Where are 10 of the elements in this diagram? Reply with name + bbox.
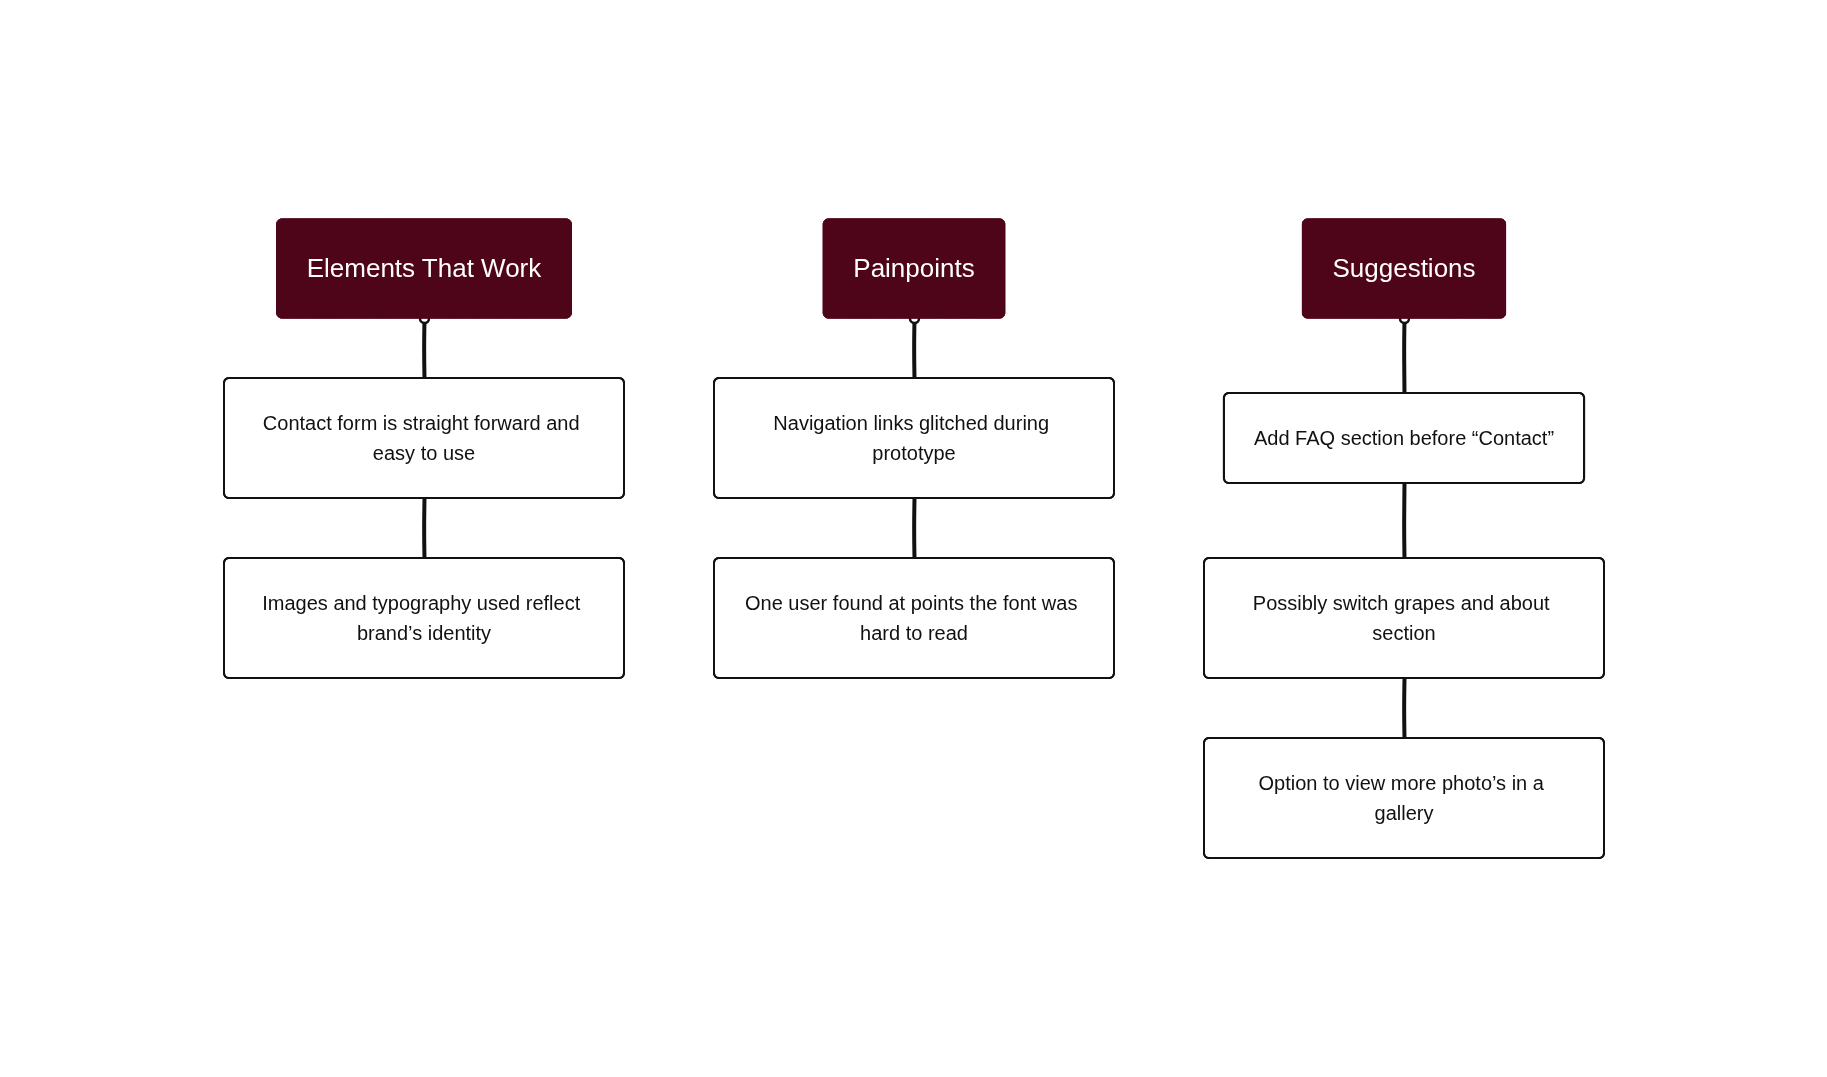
node-text: Images and typography used reflect brand’s identity [261,592,580,644]
node-text: Contact form is straight forward and easy to use [262,412,580,464]
node-text: Option to view more photo’s in a gallery [1258,772,1544,824]
node-text: One user found at points the font was hard to read [744,592,1077,644]
connector [421,498,426,559]
connector [911,498,916,559]
node-text: Navigation links glitched during prototype [772,412,1049,464]
connector [1401,678,1406,739]
connector [1401,483,1406,559]
node-text: Possibly switch grapes and about section [1252,592,1550,644]
